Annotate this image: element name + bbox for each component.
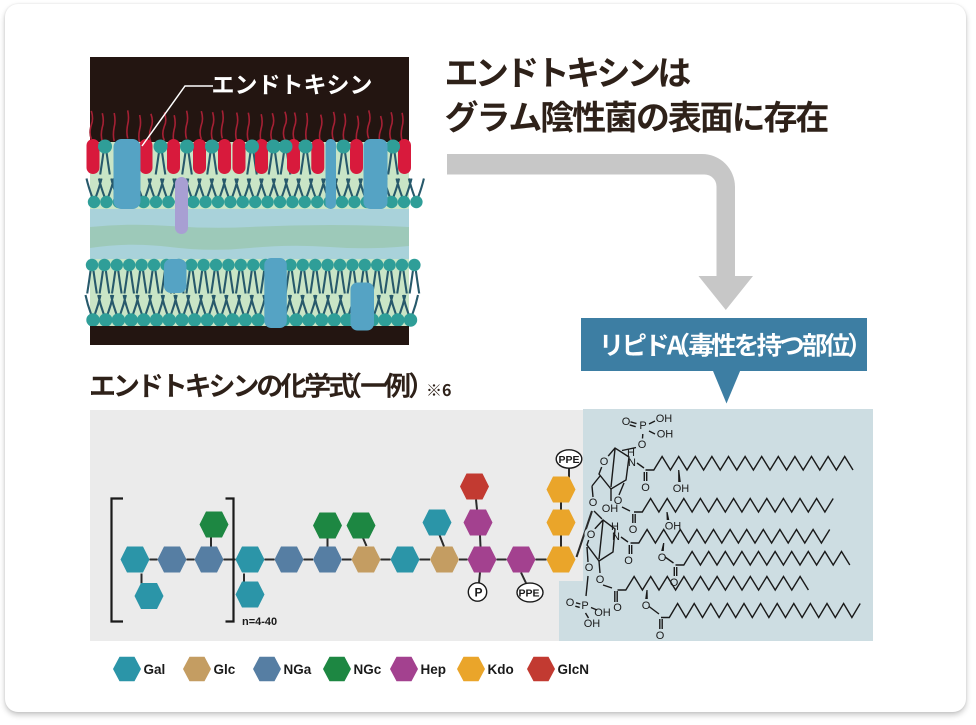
svg-text:Kdo: Kdo <box>488 662 514 677</box>
svg-text:N: N <box>612 531 620 543</box>
svg-text:OH: OH <box>657 429 674 441</box>
svg-text:P: P <box>474 586 482 600</box>
svg-text:O: O <box>589 497 598 509</box>
svg-text:P: P <box>581 600 588 612</box>
svg-text:H: H <box>627 447 635 459</box>
svg-text:OH: OH <box>584 618 601 630</box>
svg-text:O: O <box>641 482 650 494</box>
svg-text:O: O <box>622 416 631 428</box>
svg-text:O: O <box>587 529 596 541</box>
svg-text:O: O <box>585 562 594 574</box>
svg-text:H: H <box>611 521 619 533</box>
svg-text:O: O <box>670 577 679 589</box>
svg-text:N: N <box>628 457 636 469</box>
svg-text:O: O <box>642 600 651 612</box>
svg-text:NGc: NGc <box>354 662 382 677</box>
svg-text:Hep: Hep <box>421 662 447 677</box>
svg-text:OH: OH <box>594 607 611 619</box>
svg-text:O: O <box>600 456 609 468</box>
svg-text:O: O <box>658 552 667 564</box>
svg-text:O: O <box>566 597 575 609</box>
svg-text:OH: OH <box>673 483 690 495</box>
svg-text:Glc: Glc <box>214 662 236 677</box>
svg-text:O: O <box>614 495 623 507</box>
svg-text:GlcN: GlcN <box>558 662 590 677</box>
svg-text:OH: OH <box>602 503 619 515</box>
svg-text:P: P <box>639 420 646 432</box>
svg-text:O: O <box>613 602 622 614</box>
svg-text:Gal: Gal <box>144 662 166 677</box>
svg-text:OH: OH <box>665 521 682 533</box>
svg-text:O: O <box>596 574 605 586</box>
svg-text:O: O <box>624 555 633 567</box>
svg-text:OH: OH <box>656 413 673 425</box>
svg-text:PPE: PPE <box>518 588 539 600</box>
svg-text:O: O <box>629 524 638 536</box>
svg-text:NGa: NGa <box>284 662 312 677</box>
svg-text:n=4-40: n=4-40 <box>242 616 277 628</box>
svg-text:O: O <box>638 439 647 451</box>
svg-text:O: O <box>656 630 665 642</box>
svg-text:PPE: PPE <box>558 454 579 466</box>
